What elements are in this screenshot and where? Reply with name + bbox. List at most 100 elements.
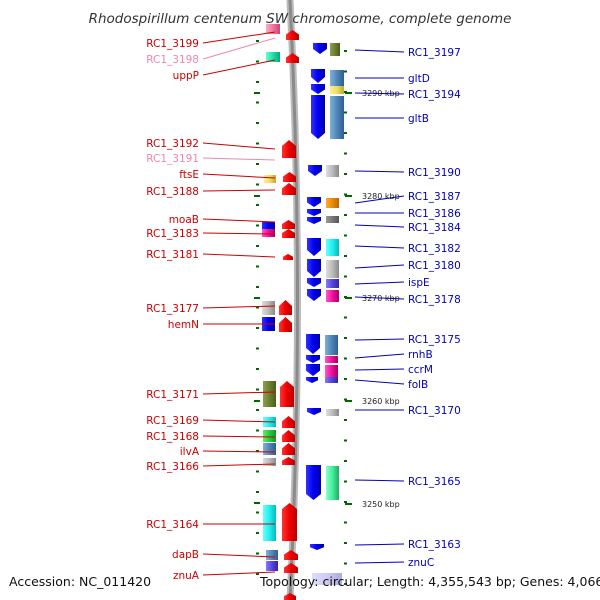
- right-gene-label[interactable]: RC1_3190: [408, 167, 461, 179]
- gene-feature-box[interactable]: [263, 430, 276, 442]
- reverse-gene-arrow[interactable]: [307, 209, 321, 216]
- forward-gene-arrow[interactable]: [282, 229, 295, 238]
- gene-feature-box[interactable]: [326, 165, 339, 177]
- forward-gene-arrow[interactable]: [282, 457, 295, 465]
- reverse-gene-arrow[interactable]: [311, 69, 325, 83]
- gene-feature-box[interactable]: [326, 260, 339, 278]
- reverse-gene-arrow[interactable]: [307, 238, 321, 256]
- right-gene-label[interactable]: RC1_3187: [408, 191, 461, 203]
- reverse-gene-arrow[interactable]: [307, 289, 321, 301]
- right-gene-label[interactable]: RC1_3170: [408, 405, 461, 417]
- gene-feature-box[interactable]: [325, 377, 338, 383]
- left-gene-label[interactable]: RC1_3183: [146, 228, 199, 240]
- forward-gene-arrow[interactable]: [282, 443, 295, 455]
- gene-feature-box[interactable]: [326, 290, 339, 302]
- forward-gene-arrow[interactable]: [282, 183, 296, 195]
- right-gene-label[interactable]: RC1_3178: [408, 294, 461, 306]
- reverse-gene-arrow[interactable]: [310, 544, 324, 550]
- left-gene-label[interactable]: hemN: [168, 319, 199, 331]
- left-gene-label[interactable]: dapB: [172, 549, 199, 561]
- right-gene-label[interactable]: RC1_3175: [408, 334, 461, 346]
- gene-feature-box[interactable]: [330, 70, 344, 86]
- gene-feature-box[interactable]: [325, 356, 338, 363]
- gene-feature-box[interactable]: [326, 239, 339, 256]
- right-gene-label[interactable]: znuC: [408, 557, 434, 569]
- forward-gene-arrow[interactable]: [280, 381, 294, 407]
- gene-feature-box[interactable]: [330, 86, 344, 94]
- right-gene-label[interactable]: RC1_3184: [408, 222, 461, 234]
- forward-gene-arrow[interactable]: [286, 53, 299, 63]
- gene-feature-box[interactable]: [263, 458, 276, 466]
- left-gene-label[interactable]: RC1_3177: [146, 303, 199, 315]
- left-gene-label[interactable]: RC1_3168: [146, 431, 199, 443]
- left-gene-label[interactable]: RC1_3191: [146, 153, 199, 165]
- gene-feature-box[interactable]: [264, 175, 276, 183]
- gene-feature-box[interactable]: [312, 573, 342, 585]
- right-gene-label[interactable]: ispE: [408, 277, 430, 289]
- reverse-gene-arrow[interactable]: [311, 95, 325, 139]
- left-gene-label[interactable]: RC1_3166: [146, 461, 199, 473]
- left-gene-label[interactable]: RC1_3181: [146, 249, 199, 261]
- left-gene-label[interactable]: moaB: [169, 214, 199, 226]
- reverse-gene-arrow[interactable]: [307, 217, 321, 224]
- left-gene-label[interactable]: uppP: [173, 70, 199, 82]
- reverse-gene-arrow[interactable]: [306, 364, 320, 376]
- forward-gene-arrow[interactable]: [282, 503, 297, 541]
- reverse-gene-arrow[interactable]: [306, 355, 320, 363]
- right-gene-label[interactable]: RC1_3165: [408, 476, 461, 488]
- right-gene-label[interactable]: ccrM: [408, 364, 433, 376]
- gene-feature-box[interactable]: [263, 443, 276, 455]
- right-gene-label[interactable]: gltD: [408, 73, 430, 85]
- gene-feature-box[interactable]: [262, 229, 275, 237]
- gene-feature-box[interactable]: [326, 279, 339, 288]
- right-gene-label[interactable]: gltB: [408, 113, 429, 125]
- forward-gene-arrow[interactable]: [286, 30, 299, 40]
- gene-feature-box[interactable]: [326, 466, 339, 500]
- forward-gene-arrow[interactable]: [282, 220, 295, 229]
- forward-gene-arrow[interactable]: [284, 593, 296, 600]
- right-gene-label[interactable]: RC1_3186: [408, 208, 461, 220]
- reverse-gene-arrow[interactable]: [311, 84, 325, 94]
- gene-feature-box[interactable]: [266, 24, 280, 34]
- left-gene-label[interactable]: RC1_3198: [146, 54, 199, 66]
- right-gene-label[interactable]: RC1_3182: [408, 243, 461, 255]
- left-gene-label[interactable]: RC1_3188: [146, 186, 199, 198]
- left-gene-label[interactable]: znuA: [173, 570, 200, 582]
- gene-feature-box[interactable]: [263, 505, 276, 541]
- right-gene-label[interactable]: folB: [408, 379, 428, 391]
- reverse-gene-arrow[interactable]: [313, 43, 327, 54]
- reverse-gene-arrow[interactable]: [307, 259, 321, 277]
- left-gene-label[interactable]: ftsE: [179, 169, 199, 181]
- reverse-gene-arrow[interactable]: [306, 377, 318, 383]
- gene-feature-box[interactable]: [330, 96, 344, 139]
- left-gene-label[interactable]: RC1_3169: [146, 415, 199, 427]
- reverse-gene-arrow[interactable]: [307, 197, 321, 207]
- reverse-gene-arrow[interactable]: [307, 408, 321, 415]
- forward-gene-arrow[interactable]: [284, 550, 298, 560]
- forward-gene-arrow[interactable]: [279, 300, 292, 315]
- right-gene-label[interactable]: RC1_3163: [408, 539, 461, 551]
- forward-gene-arrow[interactable]: [282, 140, 296, 158]
- reverse-gene-arrow[interactable]: [306, 465, 321, 500]
- forward-gene-arrow[interactable]: [282, 416, 295, 428]
- reverse-gene-arrow[interactable]: [308, 165, 322, 176]
- left-gene-label[interactable]: RC1_3164: [146, 519, 199, 531]
- gene-feature-box[interactable]: [325, 335, 338, 355]
- forward-gene-arrow[interactable]: [283, 254, 293, 260]
- left-gene-label[interactable]: ilvA: [180, 446, 200, 458]
- gene-feature-box[interactable]: [325, 365, 338, 377]
- forward-gene-arrow[interactable]: [282, 430, 295, 442]
- left-gene-label[interactable]: RC1_3192: [146, 138, 199, 150]
- forward-gene-arrow[interactable]: [284, 563, 298, 573]
- reverse-gene-arrow[interactable]: [307, 278, 321, 287]
- gene-feature-box[interactable]: [326, 198, 339, 208]
- left-gene-label[interactable]: RC1_3199: [146, 38, 199, 50]
- gene-feature-box[interactable]: [262, 222, 275, 230]
- gene-feature-box[interactable]: [266, 561, 278, 571]
- gene-feature-box[interactable]: [326, 409, 339, 416]
- gene-feature-box[interactable]: [262, 301, 275, 315]
- gene-feature-box[interactable]: [266, 52, 280, 62]
- forward-gene-arrow[interactable]: [279, 317, 292, 332]
- forward-gene-arrow[interactable]: [283, 172, 296, 182]
- gene-feature-box[interactable]: [326, 216, 339, 223]
